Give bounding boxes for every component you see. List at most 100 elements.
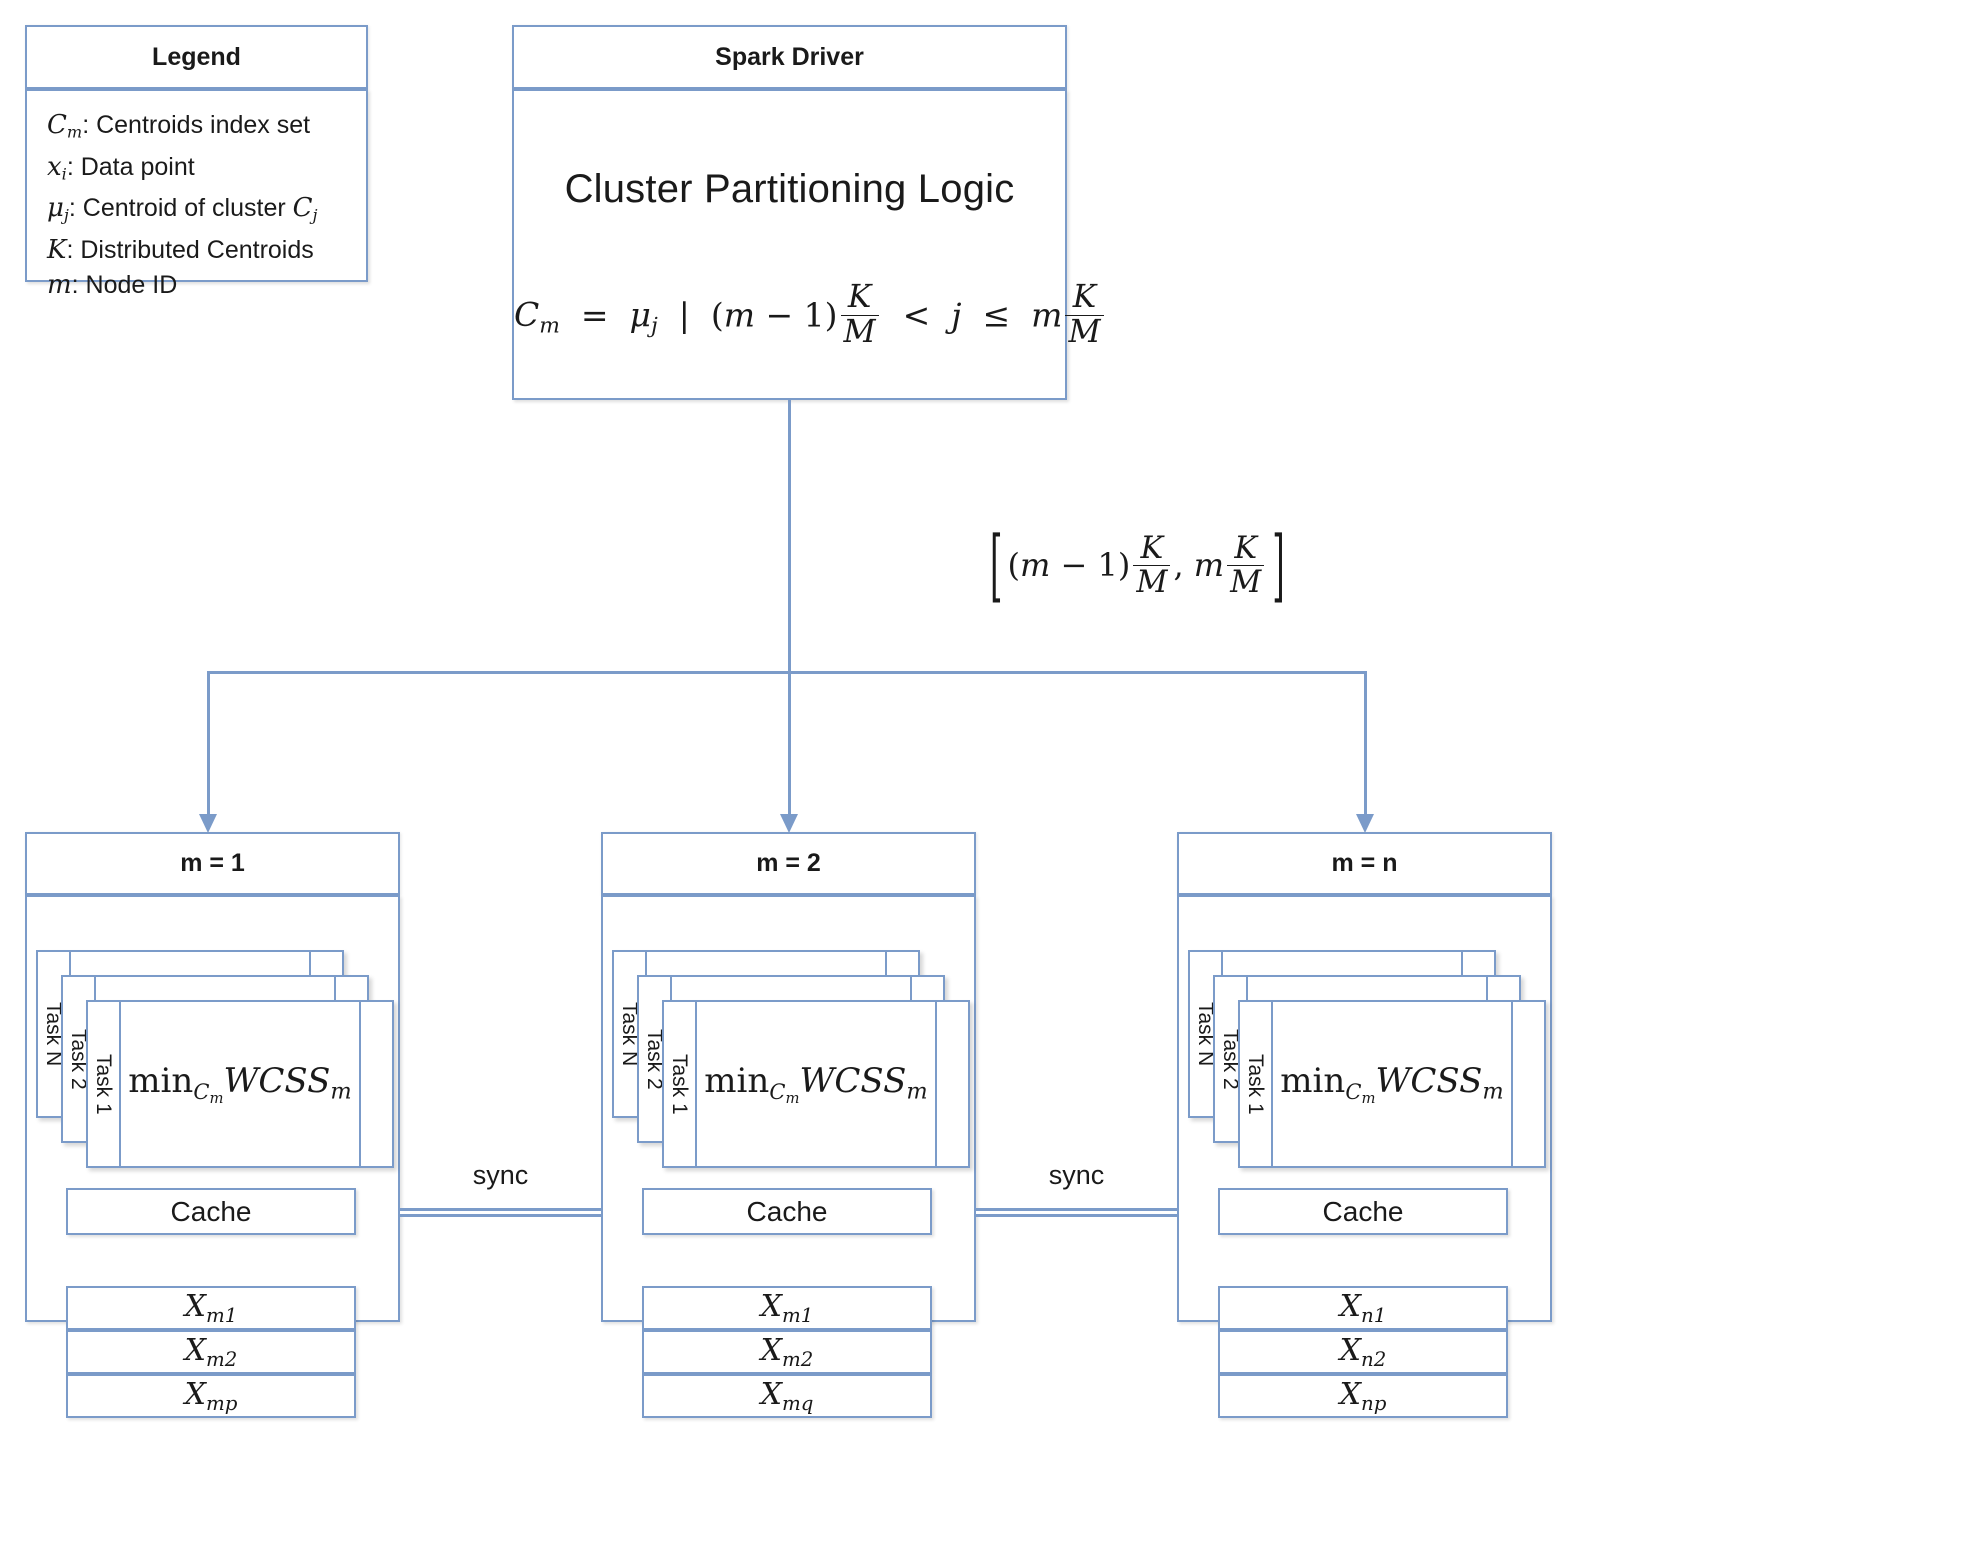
node-2-task-2-label: Task 2 xyxy=(643,1028,666,1090)
node-2-min-subscript: Cm xyxy=(769,1078,800,1107)
node-1-header: m = 1 xyxy=(25,832,400,895)
node-1-task-1-tab: Task 1 xyxy=(88,1002,121,1166)
node-1-partition-0[interactable]: Xm1 xyxy=(66,1286,356,1330)
node-2-cache[interactable]: Cache xyxy=(642,1188,932,1235)
node-2-header: m = 2 xyxy=(601,832,976,895)
node-3-partition-0[interactable]: Xn1 xyxy=(1218,1286,1508,1330)
formula-mu: μj xyxy=(629,295,658,339)
node-3-partition-1-label: Xn2 xyxy=(1339,1333,1387,1371)
edge-open-bracket: [ xyxy=(990,518,1003,612)
node-1-partition-2[interactable]: Xmp xyxy=(66,1374,356,1418)
node-3-cache[interactable]: Cache xyxy=(1218,1188,1508,1235)
legend-symbol-m: m xyxy=(47,269,72,300)
node-1-wcss: WCSSm xyxy=(223,1061,352,1105)
legend-text-4: : Node ID xyxy=(71,270,178,299)
node-2-partition-2-label: Xmq xyxy=(760,1377,814,1415)
formula-m: m xyxy=(723,295,756,335)
formula-close-paren: ) xyxy=(824,295,838,335)
arrowhead-node-3 xyxy=(1356,814,1374,833)
formula-frac-num: K xyxy=(847,279,872,316)
sync-connector-left xyxy=(400,1208,601,1217)
node-3-task-card-front-right-edge xyxy=(1511,1002,1544,1166)
node-2-partition-0[interactable]: Xm1 xyxy=(642,1286,932,1330)
node-2-task-card-front-right-edge xyxy=(935,1002,968,1166)
node-2-objective-formula: minCmWCSSm xyxy=(697,1002,935,1166)
formula-less-than: < xyxy=(892,295,941,335)
sync-label-right: sync xyxy=(976,1160,1177,1191)
formula-m2: m xyxy=(1031,295,1063,335)
edge-one: 1 xyxy=(1097,546,1118,584)
node-3-task-n-label: Task N xyxy=(1194,1001,1217,1067)
node-1-header-label: m = 1 xyxy=(180,849,245,877)
edge-m2: m xyxy=(1193,546,1225,584)
node-3-partition-1[interactable]: Xn2 xyxy=(1218,1330,1508,1374)
legend-symbol-Cj: Cj xyxy=(292,193,318,225)
node-2-partition-2[interactable]: Xmq xyxy=(642,1374,932,1418)
sync-label-left: sync xyxy=(400,1160,601,1191)
node-3-objective-formula: minCmWCSSm xyxy=(1273,1002,1511,1166)
node-1-task-1-label: Task 1 xyxy=(92,1053,115,1115)
node-2-partition-1[interactable]: Xm2 xyxy=(642,1330,932,1374)
node-1-cache-label: Cache xyxy=(170,1195,252,1227)
legend-header: Legend xyxy=(25,25,368,89)
legend-item-distributed-centroids: K: Distributed Centroids xyxy=(47,233,366,268)
edge-frac2-den: M xyxy=(1227,565,1265,598)
formula-minus: − xyxy=(755,295,804,335)
node-1-task-card-front[interactable]: Task 1 minCmWCSSm xyxy=(86,1000,394,1168)
edge-comma: , xyxy=(1173,546,1194,584)
node-3-partition-2[interactable]: Xnp xyxy=(1218,1374,1508,1418)
node-3-wcss: WCSSm xyxy=(1375,1061,1504,1105)
formula-frac-den: M xyxy=(840,315,879,349)
node-3-task-card-front[interactable]: Task 1 minCmWCSSm xyxy=(1238,1000,1546,1168)
node-3-header-label: m = n xyxy=(1331,849,1398,877)
node-1-partition-2-label: Xmp xyxy=(184,1377,238,1415)
node-1-objective-formula: minCmWCSSm xyxy=(121,1002,359,1166)
node-1-cache[interactable]: Cache xyxy=(66,1188,356,1235)
node-3-cache-label: Cache xyxy=(1322,1195,1404,1227)
legend-symbol-C: Cm xyxy=(47,110,83,142)
node-1-min-op: min xyxy=(128,1061,194,1102)
node-3-task-2-label: Task 2 xyxy=(1219,1028,1242,1090)
node-2-header-label: m = 2 xyxy=(756,849,821,877)
spark-driver-title: Spark Driver xyxy=(715,42,864,71)
node-1-min-subscript: Cm xyxy=(193,1078,224,1107)
node-3-partition-0-label: Xn1 xyxy=(1339,1289,1387,1327)
spark-driver-body: Cluster Partitioning Logic Cm = μj | (m … xyxy=(512,89,1104,400)
node-2-task-1-tab: Task 1 xyxy=(664,1002,697,1166)
legend-item-centroids-index-set: Cm: Centroids index set xyxy=(47,108,366,150)
node-1-task-card-front-right-edge xyxy=(359,1002,392,1166)
formula-frac2-den: M xyxy=(1065,315,1104,349)
branch-line-node-3 xyxy=(1364,671,1367,818)
legend-item-data-point: xi: Data point xyxy=(47,150,366,192)
legend-item-centroid-of-cluster: μj: Centroid of cluster Cj xyxy=(47,191,366,233)
node-2-min-op: min xyxy=(704,1061,770,1102)
sync-connector-right xyxy=(976,1208,1177,1217)
legend-text-3: : Distributed Centroids xyxy=(66,235,314,264)
legend-symbol-mu: μj xyxy=(47,193,69,225)
node-3-min-subscript: Cm xyxy=(1345,1078,1376,1107)
formula-leq: ≤ xyxy=(972,295,1021,335)
node-1-task-2-label: Task 2 xyxy=(67,1028,90,1090)
cluster-partitioning-logic-label: Cluster Partitioning Logic xyxy=(564,167,1015,211)
edge-m: m xyxy=(1019,546,1051,584)
node-2-wcss: WCSSm xyxy=(799,1061,928,1105)
legend-symbol-K: K xyxy=(47,234,67,265)
arrowhead-node-1 xyxy=(199,814,217,833)
edge-frac-den: M xyxy=(1133,565,1171,598)
node-2-task-card-front[interactable]: Task 1 minCmWCSSm xyxy=(662,1000,970,1168)
legend-item-node-id: m: Node ID xyxy=(47,268,366,303)
node-1-partition-1[interactable]: Xm2 xyxy=(66,1330,356,1374)
formula-lhs: Cm xyxy=(514,295,560,339)
node-3-task-1-tab: Task 1 xyxy=(1240,1002,1273,1166)
branch-line-node-1 xyxy=(207,671,210,818)
legend-text-2: : Centroid of cluster xyxy=(68,194,293,222)
arrowhead-node-2 xyxy=(780,814,798,833)
edge-frac2-num: K xyxy=(1234,531,1258,567)
legend-text-1: : Data point xyxy=(66,152,195,181)
